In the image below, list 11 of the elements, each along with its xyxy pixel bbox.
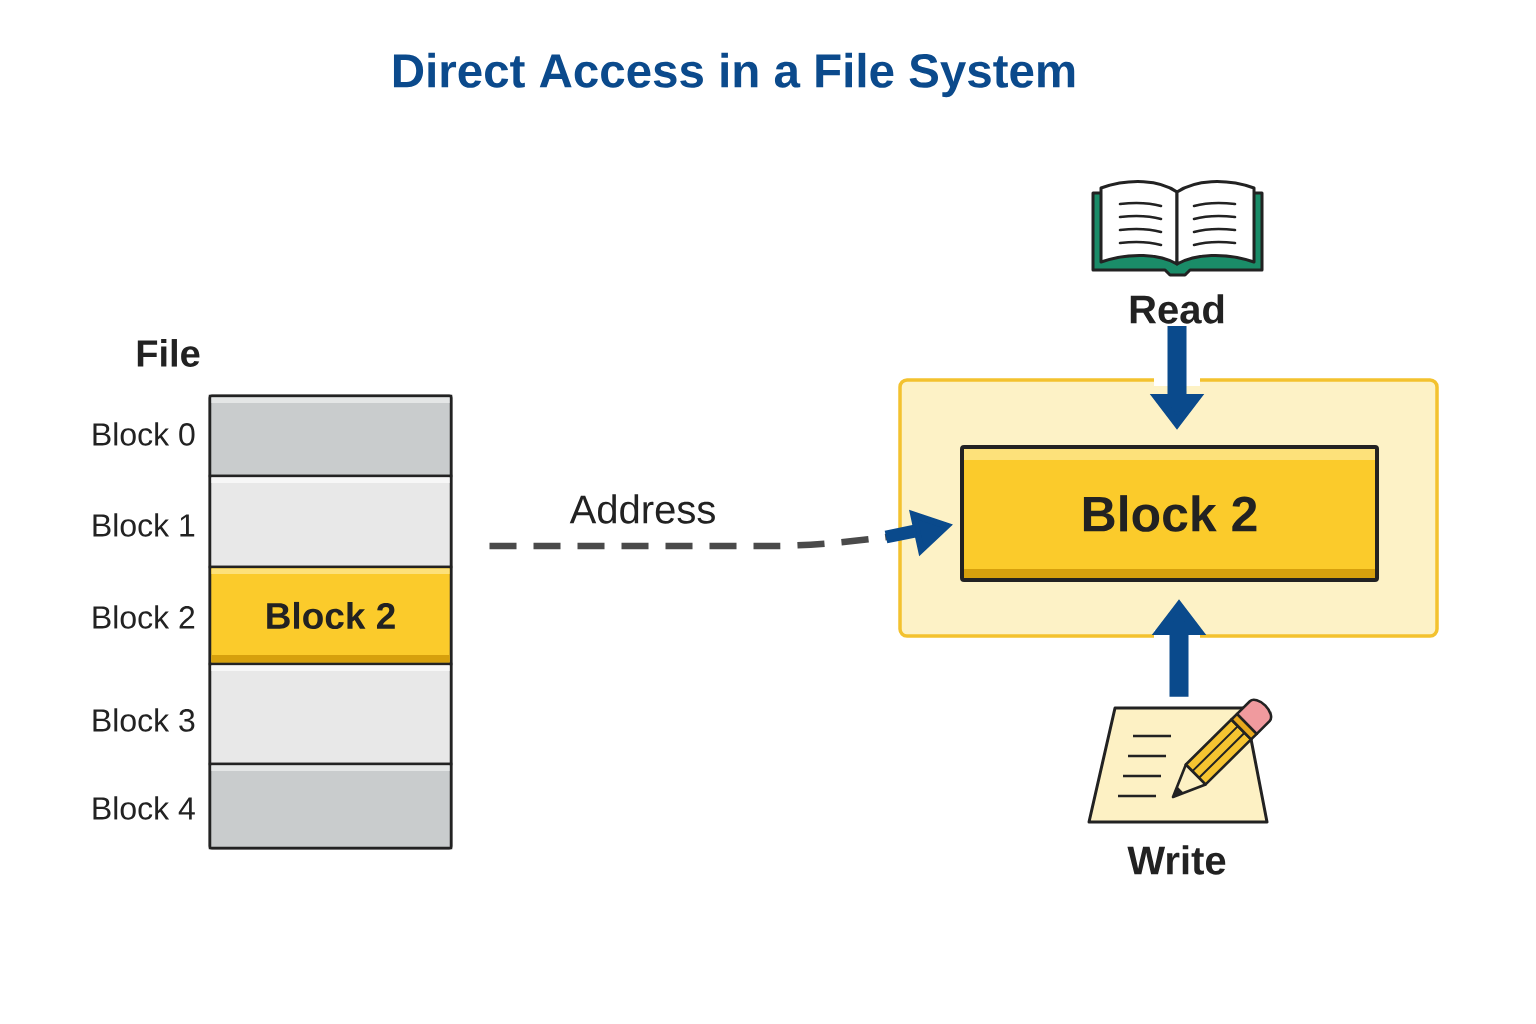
row-label: Block 1 xyxy=(93,513,195,537)
action-label: Write xyxy=(1127,845,1226,875)
row-label: Block 3 xyxy=(93,708,195,732)
edge-label: Address xyxy=(567,492,719,526)
title: Direct Access in a File System xyxy=(393,52,1075,98)
block-box: Block 2 xyxy=(960,445,1379,582)
highlighted-row: Block 2 xyxy=(208,565,453,666)
action-label: Read xyxy=(1130,294,1224,324)
row-label: Block 2 xyxy=(93,605,195,629)
row-label: Block 4 xyxy=(93,796,195,820)
heading: File xyxy=(137,339,200,367)
